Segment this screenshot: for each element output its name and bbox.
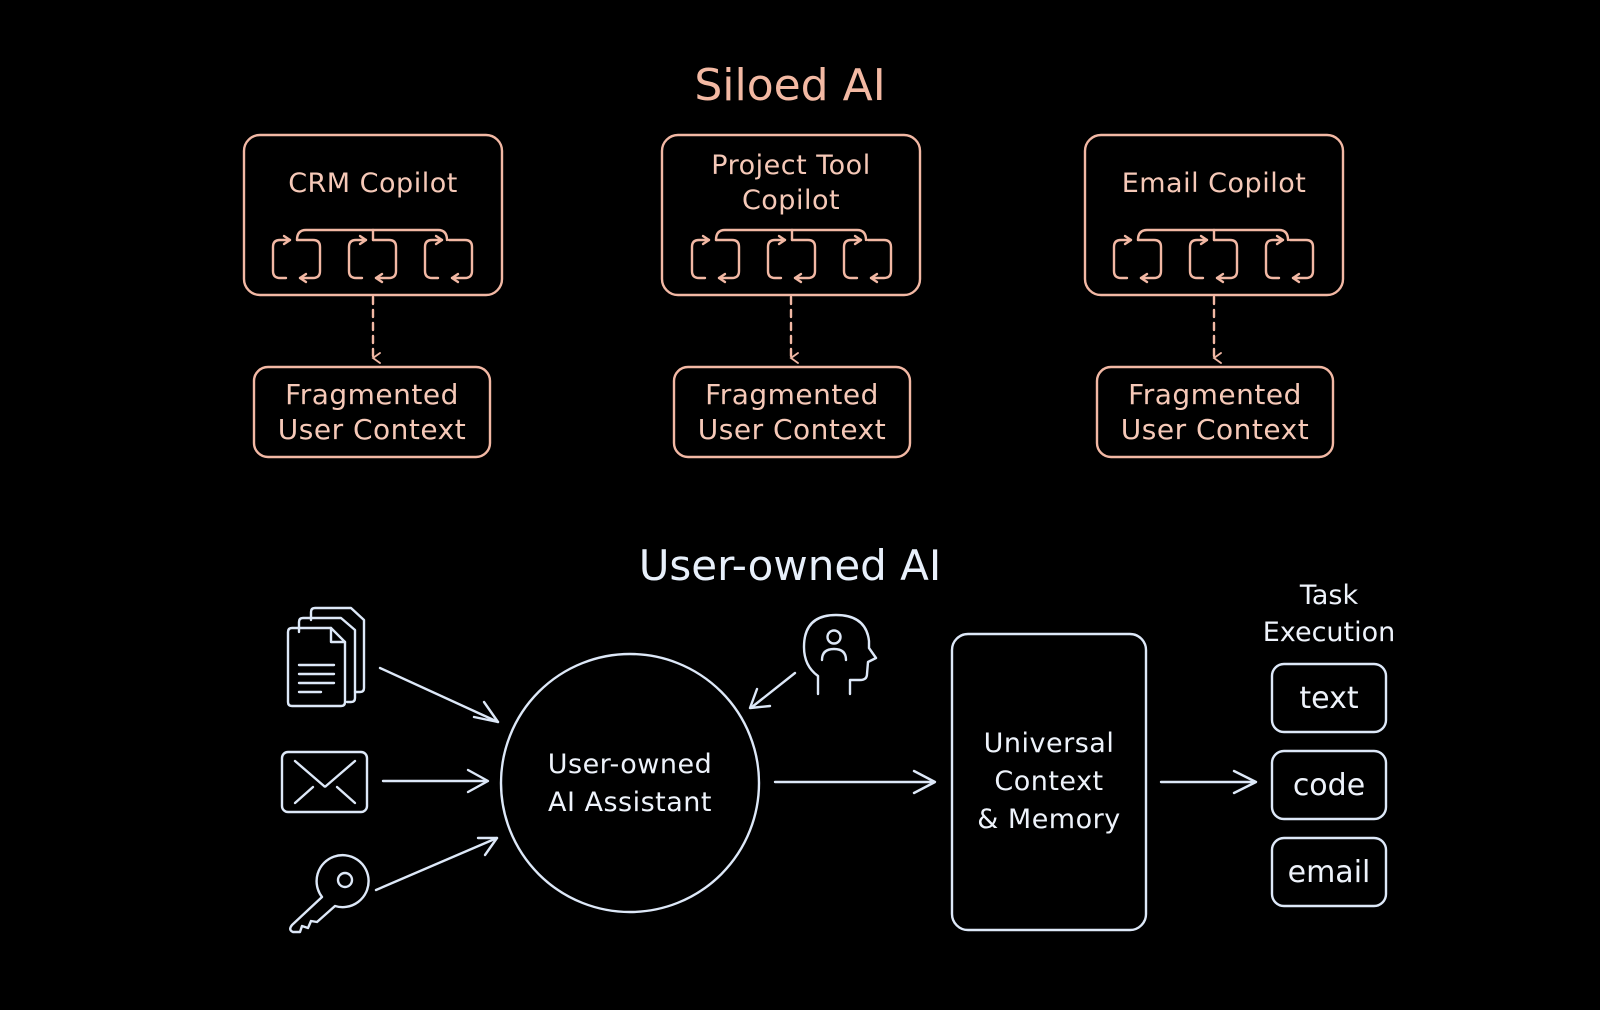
arrowhead <box>748 687 772 710</box>
fragmented-context-line1: Fragmented <box>705 378 879 411</box>
task-output-email: email <box>1270 836 1388 908</box>
task-output-label: text <box>1299 681 1358 716</box>
arrow-key-to-assistant <box>374 836 499 892</box>
copilot-card-project-tool: Project Tool Copilot Fragmented User Con… <box>660 133 922 459</box>
copilot-label: CRM Copilot <box>288 168 458 199</box>
arrowhead <box>472 700 500 724</box>
envelope-icon <box>280 750 369 814</box>
assistant-node: User-owned AI Assistant <box>499 652 761 914</box>
cycle-loop-icon <box>423 234 474 284</box>
cycle-loop-icon <box>1188 234 1239 284</box>
cycle-loop-icon <box>347 234 398 284</box>
task-output-box <box>1270 836 1388 908</box>
assistant-circle <box>499 652 761 914</box>
arrowhead <box>476 836 499 857</box>
task-execution-title-line1: Task <box>1299 580 1359 611</box>
copilot-card-crm: CRM Copilot Fragmented User Context <box>242 133 504 459</box>
copilot-label-line1: Project Tool <box>711 150 870 181</box>
task-output-text: text <box>1270 662 1388 734</box>
arrow-documents-to-assistant <box>378 666 500 724</box>
copilot-box <box>1083 133 1345 297</box>
cycle-loops-icon <box>1112 228 1315 284</box>
cycle-loop-icon <box>271 234 322 284</box>
arrowhead <box>466 768 490 794</box>
copilot-label: Email Copilot <box>1122 168 1307 199</box>
copilot-box <box>242 133 504 297</box>
copilot-label-line2: Copilot <box>742 185 840 216</box>
key-icon <box>289 853 370 934</box>
assistant-label-line1: User-owned <box>548 749 713 780</box>
memory-label-line2: Context <box>994 766 1103 797</box>
task-output-box <box>1270 749 1388 821</box>
cycle-loop-icon <box>1112 234 1163 284</box>
cycle-loops-icon <box>690 228 893 284</box>
siloed-title: Siloed AI <box>694 60 885 111</box>
fragmented-context-line1: Fragmented <box>285 378 459 411</box>
memory-label-line1: Universal <box>984 728 1115 759</box>
assistant-label-line2: AI Assistant <box>548 787 712 818</box>
memory-node: Universal Context & Memory <box>950 632 1148 932</box>
arrow-user-to-assistant <box>750 671 797 709</box>
fragmented-context-line1: Fragmented <box>1128 378 1302 411</box>
fragmented-context-line2: User Context <box>1121 413 1309 446</box>
fragmented-context-box <box>672 365 912 459</box>
task-output-box <box>1270 662 1388 734</box>
fragmented-context-box <box>252 365 492 459</box>
documents-icon <box>286 606 366 708</box>
user-owned-title: User-owned AI <box>639 541 942 590</box>
fragmented-context-line2: User Context <box>278 413 466 446</box>
task-execution-title-line2: Execution <box>1263 617 1396 648</box>
copilot-box <box>660 133 922 297</box>
task-output-label: email <box>1288 855 1371 890</box>
copilot-card-email: Email Copilot Fragmented User Context <box>1083 133 1345 459</box>
user-head-icon <box>802 613 878 696</box>
memory-box <box>950 632 1148 932</box>
input-arrows <box>374 666 797 892</box>
arrow-assistant-to-memory <box>773 769 937 795</box>
cycle-loop-icon <box>690 234 741 284</box>
memory-label-line3: & Memory <box>977 804 1120 835</box>
task-output-code: code <box>1270 749 1388 821</box>
arrow-memory-to-tasks <box>1159 769 1258 795</box>
task-output-label: code <box>1293 768 1365 803</box>
cycle-loop-icon <box>1264 234 1315 284</box>
cycle-loop-icon <box>766 234 817 284</box>
cycle-loops-icon <box>271 228 474 284</box>
fragmented-context-line2: User Context <box>698 413 886 446</box>
task-execution: Task Execution text code email <box>1263 580 1396 908</box>
cycle-loop-icon <box>842 234 893 284</box>
fragmented-context-box <box>1095 365 1335 459</box>
